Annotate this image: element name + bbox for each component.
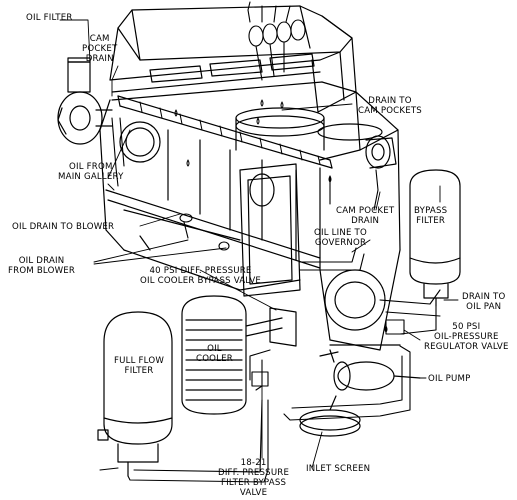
label-oil-filter: OIL FILTER <box>26 13 73 23</box>
label-oil-line-to-governor: OIL LINE TO GOVERNOR <box>314 228 367 248</box>
oil-pump <box>319 349 421 391</box>
drain-drips <box>174 99 388 333</box>
label-full-flow-filter: FULL FLOW FILTER <box>114 356 165 376</box>
label-oil-from-main-gallery: OIL FROM MAIN GALLERY <box>58 162 124 182</box>
label-oil-pump: OIL PUMP <box>428 374 471 384</box>
label-drain-to-cam-pockets: DRAIN TO CAM POCKETS <box>358 96 422 116</box>
label-drain-to-oil-pan: DRAIN TO OIL PAN <box>462 292 506 312</box>
oil-piping <box>99 117 441 483</box>
oil-cooler <box>181 295 297 415</box>
injector-lines <box>247 1 306 81</box>
cam-pocket-drain-fitting <box>365 135 397 169</box>
label-cam-pocket-drain-top: CAM POCKET DRAIN <box>82 34 118 64</box>
label-bypass-filter: BYPASS FILTER <box>414 206 448 226</box>
bypass-filter <box>409 169 461 307</box>
engine-block <box>99 5 401 351</box>
label-50psi-regulator-valve: 50 PSI OIL-PRESSURE REGULATOR VALVE <box>424 322 509 352</box>
label-oil-drain-to-blower: OIL DRAIN TO BLOWER <box>12 222 115 232</box>
label-40psi-oil-cooler-bypass-valve: 40 PSI DIFF. PRESSURE OIL COOLER BYPASS … <box>140 266 262 286</box>
label-filter-bypass-valve: 18-21 DIFF. PRESSURE FILTER BYPASS VALVE <box>218 458 290 498</box>
full-flow-filter <box>97 311 173 477</box>
inlet-screen <box>299 395 361 437</box>
label-inlet-screen: INLET SCREEN <box>306 464 371 474</box>
leader-lines <box>59 19 459 469</box>
label-cam-pocket-drain-mid: CAM POCKET DRAIN <box>336 206 395 226</box>
label-oil-cooler: OIL COOLER <box>196 344 233 364</box>
label-oil-drain-from-blower: OIL DRAIN FROM BLOWER <box>8 256 76 276</box>
oil-filter-small <box>57 57 113 145</box>
